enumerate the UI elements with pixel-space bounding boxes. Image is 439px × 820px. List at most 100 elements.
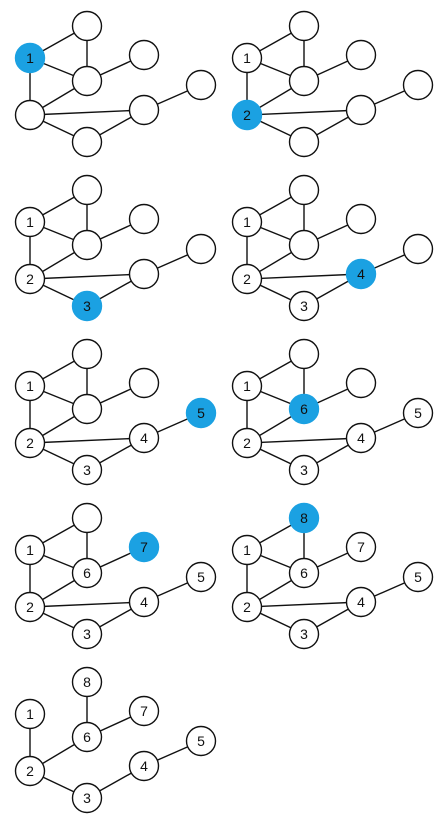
node-n5 bbox=[185, 561, 217, 593]
node-label-n1: 1 bbox=[243, 50, 251, 66]
edge-n2-n4 bbox=[246, 437, 362, 444]
node-label-n6: 6 bbox=[300, 565, 308, 581]
node-label-n2: 2 bbox=[243, 435, 251, 451]
node-n8 bbox=[71, 666, 103, 698]
node-n2-highlighted bbox=[231, 99, 263, 131]
node-n5 bbox=[402, 561, 434, 593]
node-n3 bbox=[71, 782, 103, 814]
node-n5 bbox=[402, 69, 434, 101]
node-label-n2: 2 bbox=[243, 271, 251, 287]
edge-n2-n4 bbox=[29, 109, 145, 116]
node-n6 bbox=[288, 557, 320, 589]
node-n5 bbox=[185, 233, 217, 265]
node-label-n4: 4 bbox=[140, 758, 148, 774]
node-label-n2: 2 bbox=[26, 599, 34, 615]
node-n6 bbox=[71, 65, 103, 97]
node-n3 bbox=[288, 290, 320, 322]
node-n3 bbox=[71, 126, 103, 158]
node-n6 bbox=[288, 65, 320, 97]
node-n2 bbox=[14, 591, 46, 623]
edge-n2-n4 bbox=[29, 601, 145, 608]
node-n8 bbox=[288, 174, 320, 206]
node-n1 bbox=[231, 370, 263, 402]
node-label-n4: 4 bbox=[140, 430, 148, 446]
node-label-n3: 3 bbox=[300, 626, 308, 642]
node-n8 bbox=[71, 174, 103, 206]
node-n3 bbox=[288, 618, 320, 650]
node-label-n2: 2 bbox=[26, 763, 34, 779]
node-n4 bbox=[128, 258, 160, 290]
node-n3-highlighted bbox=[71, 290, 103, 322]
node-label-n2: 2 bbox=[243, 107, 251, 123]
node-n6 bbox=[71, 557, 103, 589]
node-n5 bbox=[402, 233, 434, 265]
node-n4 bbox=[128, 586, 160, 618]
node-label-n4: 4 bbox=[357, 266, 365, 282]
node-label-n3: 3 bbox=[83, 626, 91, 642]
node-label-n1: 1 bbox=[26, 542, 34, 558]
node-label-n1: 1 bbox=[243, 542, 251, 558]
node-n5 bbox=[185, 69, 217, 101]
node-n1 bbox=[14, 534, 46, 566]
node-label-n6: 6 bbox=[83, 729, 91, 745]
node-label-n2: 2 bbox=[243, 599, 251, 615]
node-label-n8: 8 bbox=[83, 674, 91, 690]
node-n7 bbox=[345, 39, 377, 71]
node-n7 bbox=[128, 203, 160, 235]
node-label-n3: 3 bbox=[83, 790, 91, 806]
node-n1 bbox=[14, 370, 46, 402]
node-n8 bbox=[71, 338, 103, 370]
edge-n2-n4 bbox=[246, 601, 362, 608]
node-n5 bbox=[185, 725, 217, 757]
node-label-n7: 7 bbox=[357, 539, 365, 555]
node-n6 bbox=[71, 229, 103, 261]
node-n6 bbox=[71, 721, 103, 753]
node-n3 bbox=[71, 618, 103, 650]
node-label-n5: 5 bbox=[197, 569, 205, 585]
node-n2 bbox=[14, 263, 46, 295]
node-n7 bbox=[345, 531, 377, 563]
node-n1 bbox=[14, 206, 46, 238]
node-n2 bbox=[231, 427, 263, 459]
node-label-n4: 4 bbox=[140, 594, 148, 610]
node-label-n5: 5 bbox=[197, 733, 205, 749]
node-label-n2: 2 bbox=[26, 435, 34, 451]
node-label-n3: 3 bbox=[83, 462, 91, 478]
node-n2 bbox=[14, 755, 46, 787]
node-n1 bbox=[231, 206, 263, 238]
node-label-n4: 4 bbox=[357, 430, 365, 446]
node-n1 bbox=[231, 42, 263, 74]
node-n1 bbox=[14, 698, 46, 730]
node-n4 bbox=[128, 750, 160, 782]
node-label-n7: 7 bbox=[140, 539, 148, 555]
node-n7 bbox=[128, 39, 160, 71]
node-n5 bbox=[402, 397, 434, 429]
edge-n2-n4 bbox=[246, 109, 362, 116]
node-label-n6: 6 bbox=[83, 565, 91, 581]
node-n8 bbox=[71, 502, 103, 534]
node-n7 bbox=[128, 367, 160, 399]
node-n5-highlighted bbox=[185, 397, 217, 429]
panel-3: 123 bbox=[14, 174, 217, 322]
node-label-n5: 5 bbox=[414, 569, 422, 585]
node-label-n1: 1 bbox=[243, 214, 251, 230]
node-label-n5: 5 bbox=[414, 405, 422, 421]
node-label-n8: 8 bbox=[300, 510, 308, 526]
node-n1-highlighted bbox=[14, 42, 46, 74]
node-label-n1: 1 bbox=[26, 50, 34, 66]
node-n3 bbox=[71, 454, 103, 486]
node-n6 bbox=[71, 393, 103, 425]
edge-n2-n4 bbox=[29, 273, 145, 280]
edge-n2-n4 bbox=[246, 273, 362, 280]
node-label-n7: 7 bbox=[140, 703, 148, 719]
node-n8 bbox=[288, 338, 320, 370]
node-n3 bbox=[288, 126, 320, 158]
node-n7 bbox=[345, 367, 377, 399]
node-label-n1: 1 bbox=[26, 378, 34, 394]
node-label-n1: 1 bbox=[243, 378, 251, 394]
node-n2 bbox=[231, 263, 263, 295]
